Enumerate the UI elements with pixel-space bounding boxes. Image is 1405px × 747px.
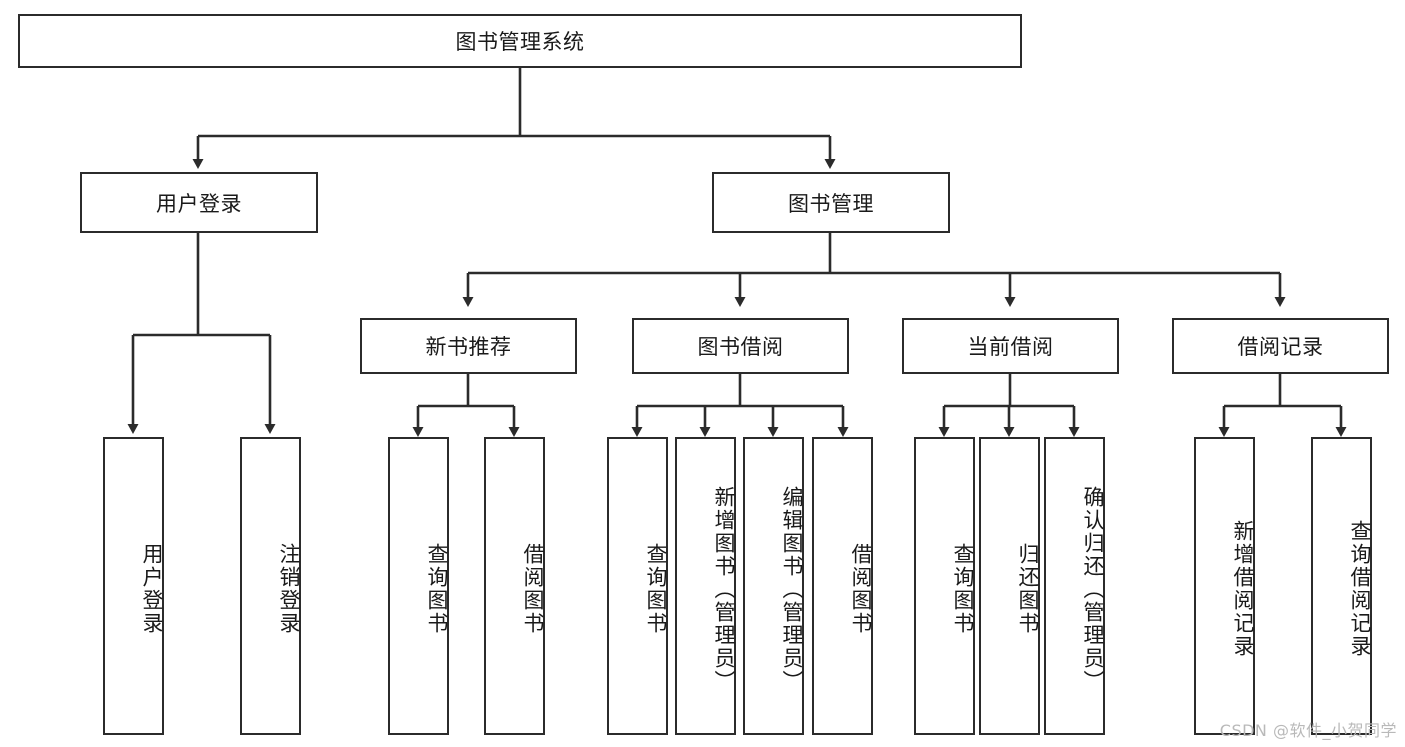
node-label: 当前借阅 [967, 335, 1054, 359]
leaf-borrow-record-add-record[interactable]: 新增借阅记录 [1194, 437, 1255, 735]
leaf-borrow-record-query-record[interactable]: 查询借阅记录 [1311, 437, 1372, 735]
node-label: 借阅记录 [1237, 335, 1324, 359]
node-new-book-recommend[interactable]: 新书推荐 [360, 318, 577, 374]
node-label: 新书推荐 [425, 335, 512, 359]
node-label: 借阅图书 [849, 543, 873, 635]
node-label: 图书管理 [788, 191, 874, 216]
leaf-current-borrow-confirm-return-admin[interactable]: 确认归还（管理员） [1044, 437, 1105, 735]
leaf-user-login-logout[interactable]: 注销登录 [240, 437, 301, 735]
leaf-book-borrow-query-book[interactable]: 查询图书 [607, 437, 668, 735]
leaf-current-borrow-query-book[interactable]: 查询图书 [914, 437, 975, 735]
node-label: 编辑图书（管理员） [780, 485, 804, 693]
node-user-login[interactable]: 用户登录 [80, 172, 318, 233]
node-label: 查询图书 [644, 543, 668, 635]
leaf-new-book-borrow-book[interactable]: 借阅图书 [484, 437, 545, 735]
node-label: 新增借阅记录 [1231, 520, 1255, 658]
node-label: 新增图书（管理员） [712, 485, 736, 693]
node-label: 查询借阅记录 [1348, 520, 1372, 658]
node-label: 查询图书 [425, 543, 449, 635]
node-label: 用户登录 [156, 191, 242, 216]
leaf-user-login-login[interactable]: 用户登录 [103, 437, 164, 735]
node-current-borrow[interactable]: 当前借阅 [902, 318, 1119, 374]
node-label: 注销登录 [277, 543, 301, 635]
node-label: 图书管理系统 [455, 30, 585, 54]
node-label: 查询图书 [951, 543, 975, 635]
node-label: 归还图书 [1016, 543, 1040, 635]
leaf-book-borrow-edit-book-admin[interactable]: 编辑图书（管理员） [743, 437, 804, 735]
node-book-borrow[interactable]: 图书借阅 [632, 318, 849, 374]
node-label: 确认归还（管理员） [1081, 485, 1105, 693]
leaf-book-borrow-borrow-book[interactable]: 借阅图书 [812, 437, 873, 735]
leaf-new-book-query-book[interactable]: 查询图书 [388, 437, 449, 735]
node-label: 图书借阅 [697, 335, 784, 359]
node-label: 借阅图书 [521, 543, 545, 635]
node-book-management[interactable]: 图书管理 [712, 172, 950, 233]
node-borrow-record[interactable]: 借阅记录 [1172, 318, 1389, 374]
node-root-library-management-system[interactable]: 图书管理系统 [18, 14, 1022, 68]
leaf-book-borrow-add-book-admin[interactable]: 新增图书（管理员） [675, 437, 736, 735]
node-label: 用户登录 [140, 543, 164, 635]
leaf-current-borrow-return-book[interactable]: 归还图书 [979, 437, 1040, 735]
